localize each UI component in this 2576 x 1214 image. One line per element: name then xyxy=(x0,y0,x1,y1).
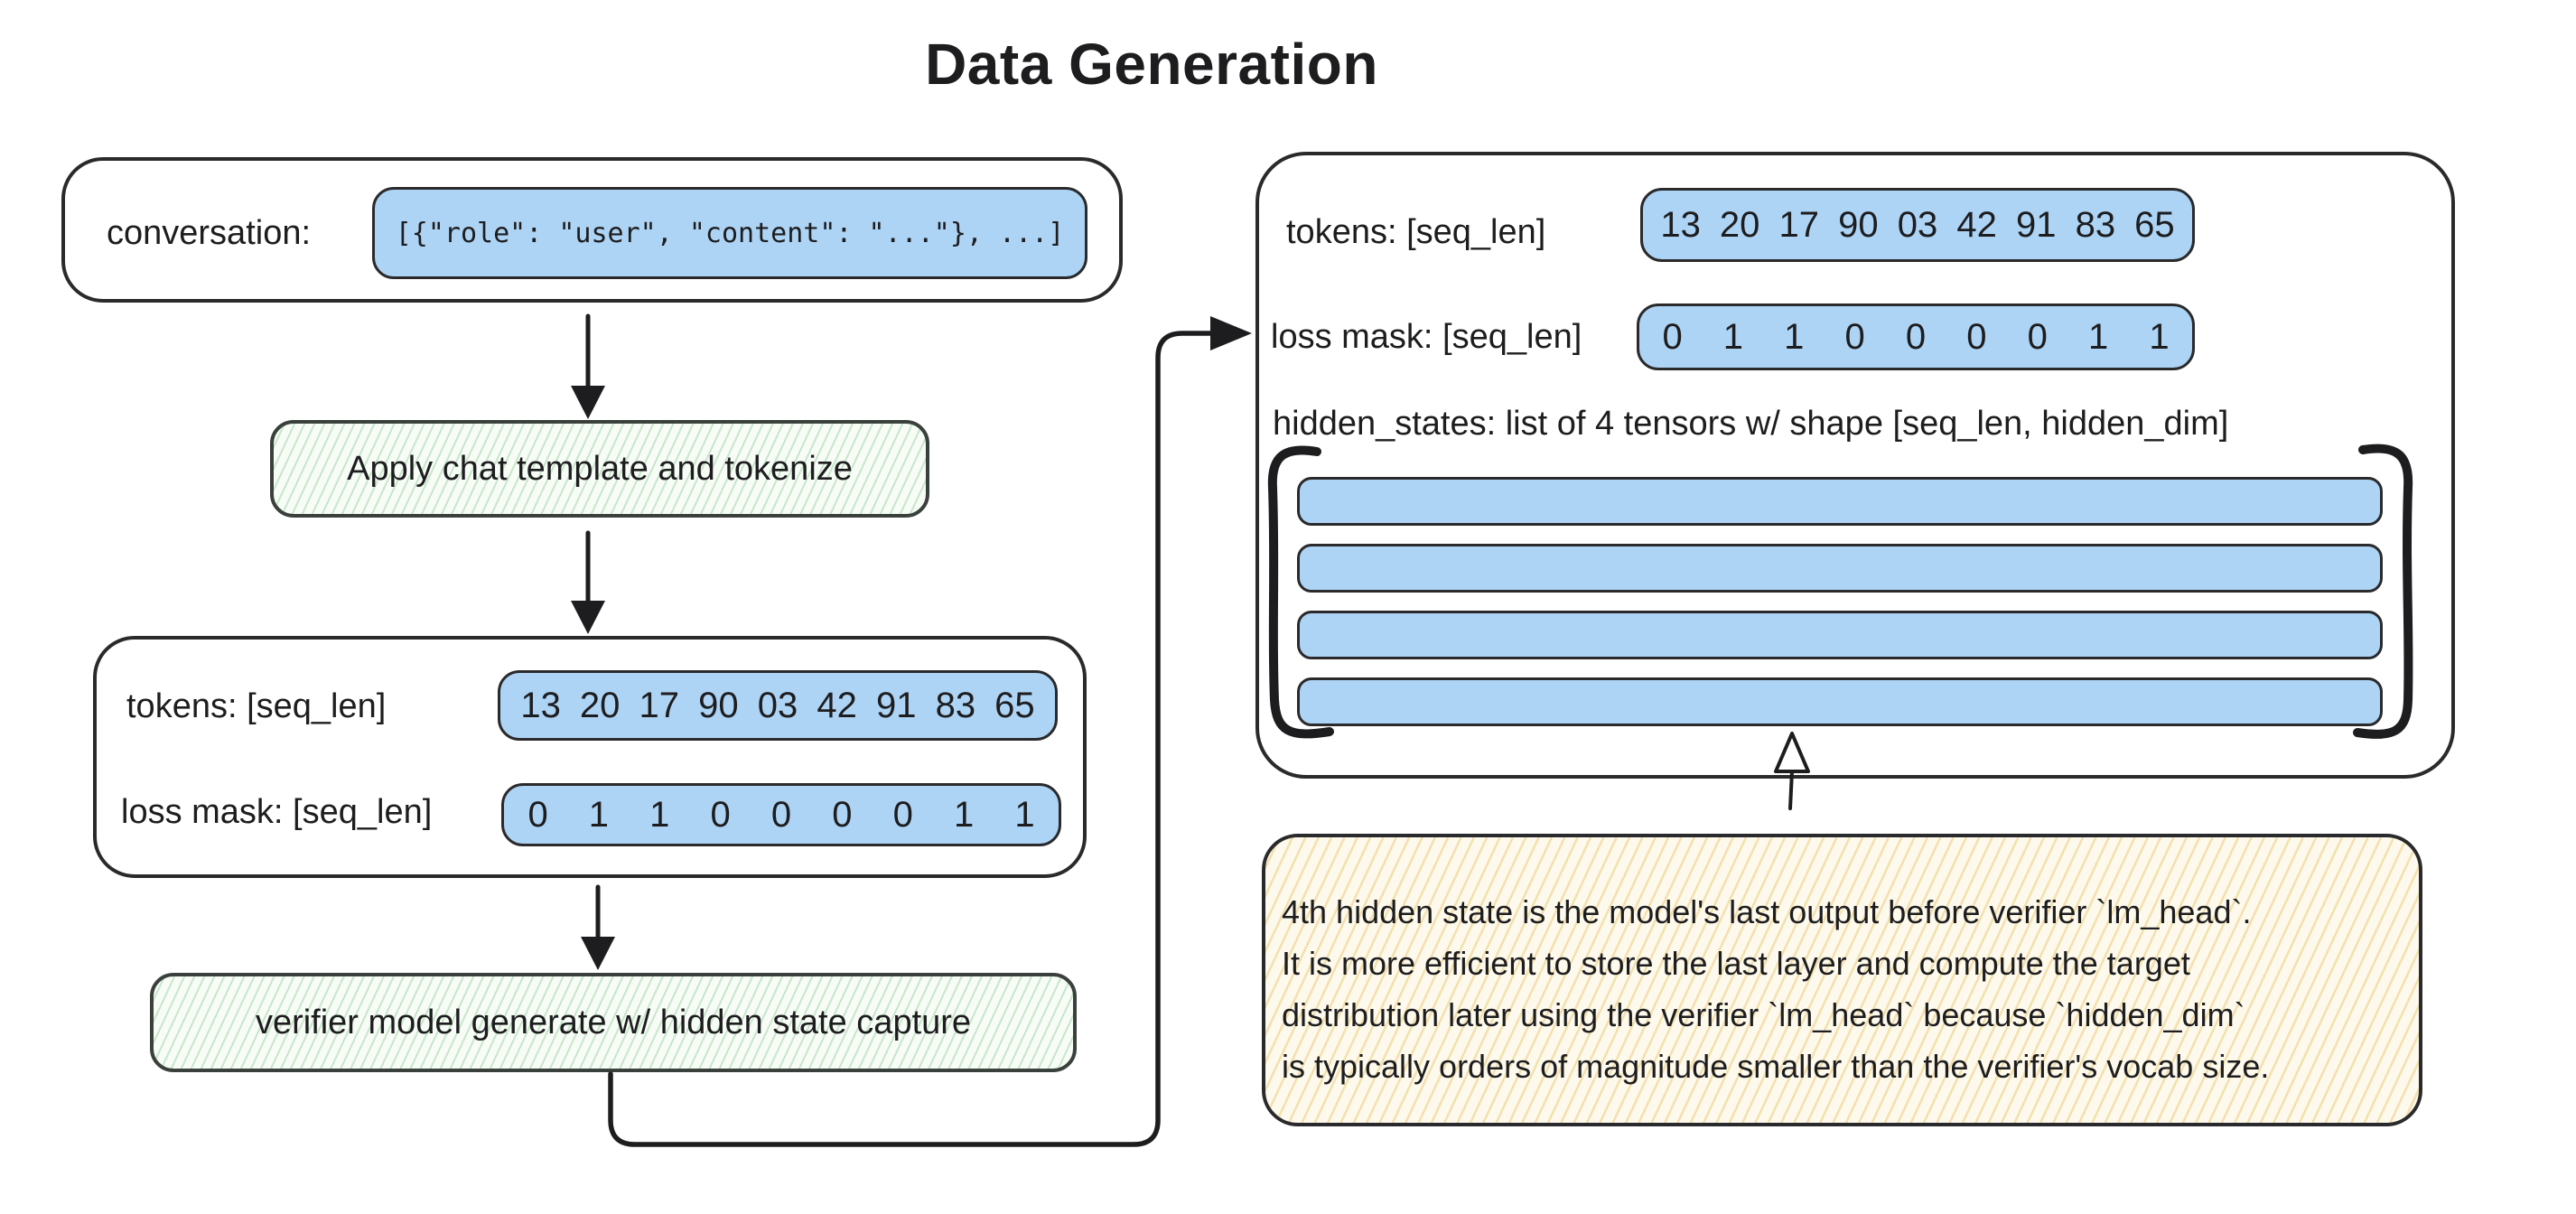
conversation-json-text: [{"role": "user", "content": "..."}, ...… xyxy=(395,217,1065,249)
tokens-values: 13 20 17 90 03 42 91 83 65 xyxy=(520,685,1035,725)
hidden-states-label: hidden_states: list of 4 tensors w/ shap… xyxy=(1273,405,2229,443)
tokens-pill: 13 20 17 90 03 42 91 83 65 xyxy=(498,670,1058,741)
loss-mask-label: loss mask: [seq_len] xyxy=(121,793,433,831)
output-tokens-pill: 13 20 17 90 03 42 91 83 65 xyxy=(1640,188,2195,262)
hidden-state-tensor-bar xyxy=(1297,477,2383,526)
note-line: distribution later using the verifier `l… xyxy=(1282,996,2245,1033)
output-loss-mask-values: 0 1 1 0 0 0 0 1 1 xyxy=(1662,316,2170,357)
conversation-label: conversation: xyxy=(107,214,312,252)
conversation-box: conversation: [{"role": "user", "content… xyxy=(61,157,1123,303)
hidden-state-tensor-bar xyxy=(1297,544,2383,593)
output-loss-mask-pill: 0 1 1 0 0 0 0 1 1 xyxy=(1637,304,2195,370)
step-verifier-generate-label: verifier model generate w/ hidden state … xyxy=(255,1003,972,1041)
output-tokens-label: tokens: [seq_len] xyxy=(1286,213,1546,251)
note-line: is typically orders of magnitude smaller… xyxy=(1282,1048,2270,1085)
arrow-conversation-to-tokenize-head xyxy=(571,386,605,419)
output-loss-mask-label: loss mask: [seq_len] xyxy=(1271,318,1582,356)
arrow-tokens-to-generate-head xyxy=(581,937,615,970)
loss-mask-pill: 0 1 1 0 0 0 0 1 1 xyxy=(501,783,1061,846)
note-box: 4th hidden state is the model's last out… xyxy=(1262,834,2422,1126)
note-line: It is more efficient to store the last l… xyxy=(1282,945,2190,982)
tokenized-data-box: tokens: [seq_len] 13 20 17 90 03 42 91 8… xyxy=(93,636,1087,878)
hidden-state-tensor-list xyxy=(1297,477,2383,726)
hidden-state-tensor-bar xyxy=(1297,677,2383,726)
tokens-label: tokens: [seq_len] xyxy=(126,687,387,725)
diagram-title: Data Generation xyxy=(925,32,1378,97)
loss-mask-values: 0 1 1 0 0 0 0 1 1 xyxy=(527,794,1035,835)
step-verifier-generate: verifier model generate w/ hidden state … xyxy=(150,973,1077,1072)
hidden-state-tensor-bar xyxy=(1297,611,2383,659)
generation-output-panel: tokens: [seq_len] 13 20 17 90 03 42 91 8… xyxy=(1255,152,2455,779)
step-apply-chat-template-label: Apply chat template and tokenize xyxy=(347,449,853,488)
note-line: 4th hidden state is the model's last out… xyxy=(1282,893,2252,930)
step-apply-chat-template: Apply chat template and tokenize xyxy=(270,420,929,518)
output-tokens-values: 13 20 17 90 03 42 91 83 65 xyxy=(1660,204,2175,245)
arrow-tokenize-to-tokens-head xyxy=(571,601,605,634)
conversation-value-pill: [{"role": "user", "content": "..."}, ...… xyxy=(372,187,1087,279)
connector-generate-to-output-head xyxy=(1210,316,1252,350)
